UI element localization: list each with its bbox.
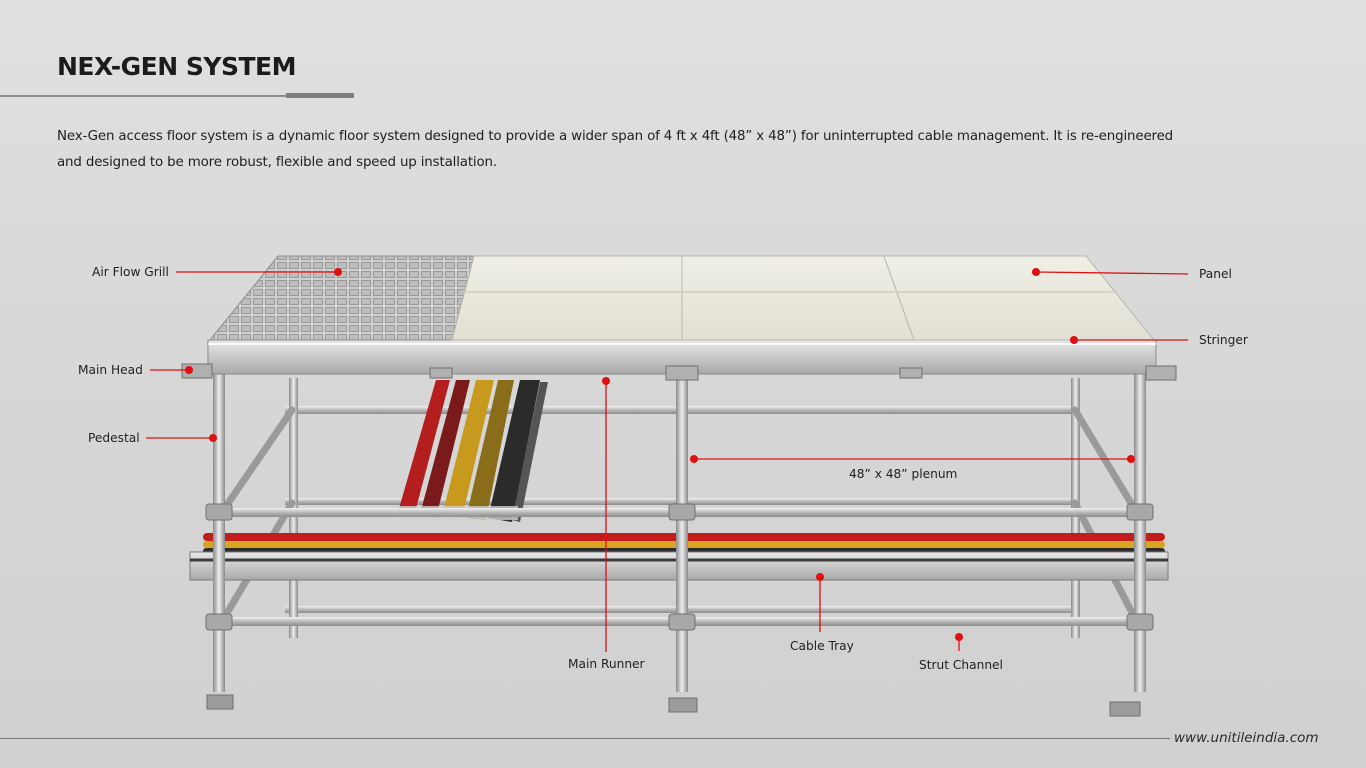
front-pedestals: [206, 372, 1146, 717]
title-underline: [0, 95, 290, 97]
callout-lines: [146, 271, 1189, 652]
title-underline-accent: [286, 93, 354, 98]
cable-bundle: [398, 380, 548, 522]
label-main-head: Main Head: [78, 363, 143, 377]
floor-deck: [208, 255, 1156, 341]
intro-paragraph: Nex-Gen access floor system is a dynamic…: [57, 129, 1174, 170]
label-panel: Panel: [1199, 267, 1232, 281]
label-plenum: 48” x 48” plenum: [849, 467, 958, 481]
label-main-runner: Main Runner: [568, 657, 645, 671]
strut-clamps: [205, 503, 1154, 631]
label-stringer: Stringer: [1199, 333, 1248, 347]
callout-dots: [185, 268, 1135, 641]
main-runner-beam: [181, 339, 1177, 381]
label-pedestal: Pedestal: [88, 431, 140, 445]
footer-divider: [0, 738, 1170, 739]
label-cable-tray: Cable Tray: [790, 639, 854, 653]
label-strut-channel: Strut Channel: [919, 658, 1003, 672]
page-title: NEX-GEN SYSTEM: [57, 52, 296, 81]
footer-website: www.unitileindia.com: [1174, 730, 1319, 746]
label-air-flow-grill: Air Flow Grill: [92, 265, 169, 279]
